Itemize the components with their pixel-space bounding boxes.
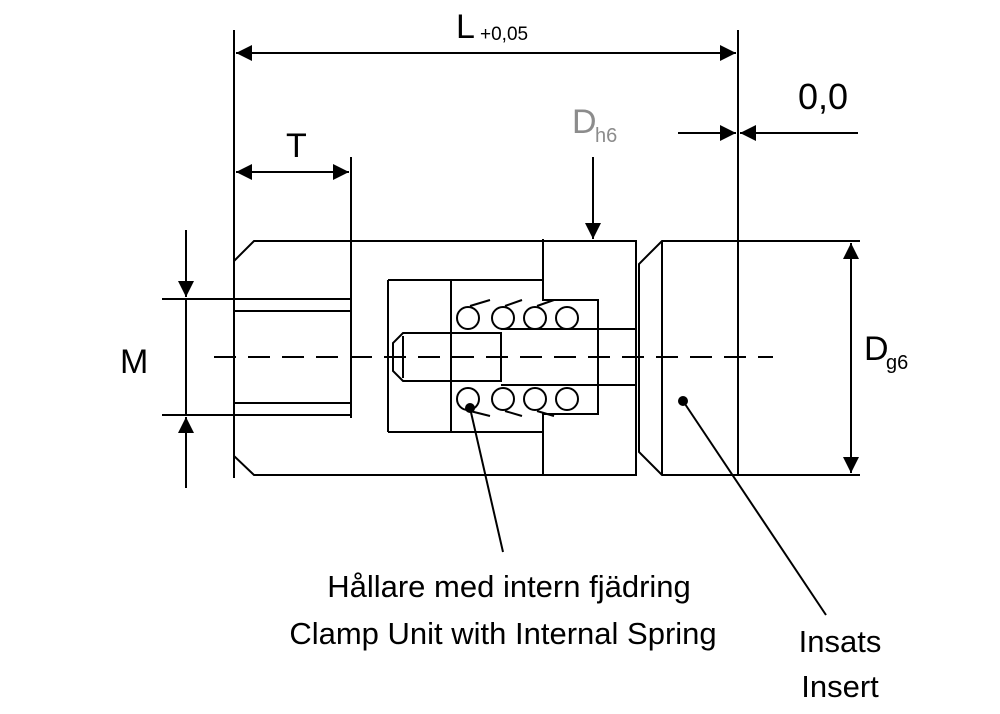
dimension-thread: M [120,230,194,488]
leader-lines [465,396,827,616]
insert-body [638,240,739,476]
extension-lines [162,30,860,478]
insert-label-en: Insert [801,669,879,704]
offset-label: 0,0 [798,76,848,117]
length-label: L [456,8,475,46]
clamp-unit-label-en: Clamp Unit with Internal Spring [289,616,716,651]
thread-depth-label: T [286,127,307,165]
dimension-insert-diameter: D g6 [843,243,908,473]
dimension-offset: 0,0 [678,76,858,141]
dimension-length: L +0,05 [236,8,736,61]
dimension-thread-depth: T [236,127,349,180]
clamp-leader-dot [465,403,475,413]
insert-leader-dot [678,396,688,406]
insert-label-sv: Insats [799,624,882,659]
length-tolerance: +0,05 [480,24,528,45]
dimension-holder-diameter: D h6 [572,103,617,239]
spring-coils [456,299,579,417]
insert-diameter-label: D [864,330,889,368]
thread-label: M [120,343,148,381]
clamp-unit-label-sv: Hållare med intern fjädring [327,569,691,604]
insert-diameter-tolerance: g6 [886,352,908,374]
holder-diameter-tolerance: h6 [595,125,617,147]
holder-diameter-label: D [572,103,597,141]
